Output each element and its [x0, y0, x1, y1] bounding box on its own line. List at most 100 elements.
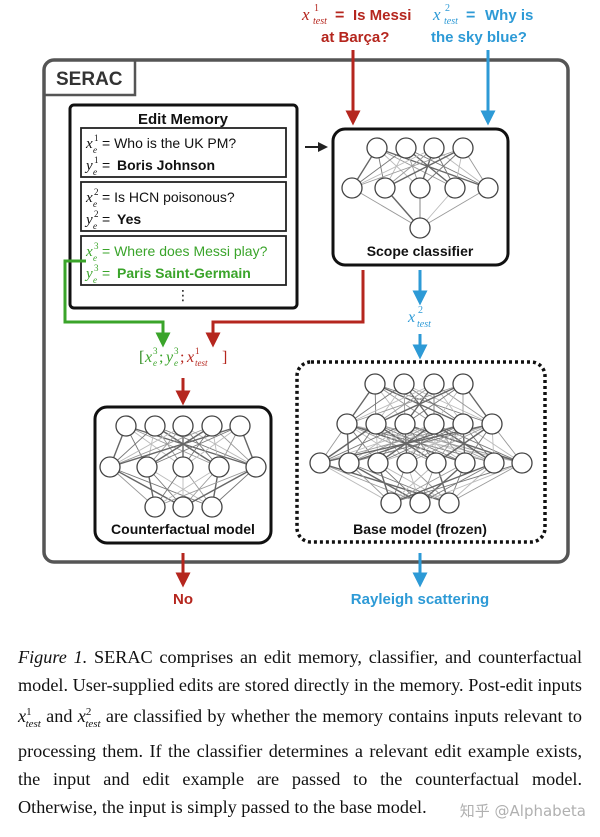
counterfactual-edge — [154, 466, 220, 508]
base-node — [425, 452, 447, 474]
counterfactual-edge — [146, 425, 241, 468]
classifier-edge — [351, 187, 421, 229]
classifier-node — [409, 217, 431, 239]
counterfactual-edge — [182, 466, 257, 508]
concat-x-edit-sup: 3 — [153, 346, 158, 356]
classifier-edge — [351, 147, 407, 189]
base-edge — [319, 423, 406, 464]
classifier-node — [477, 177, 499, 199]
base-edge — [390, 462, 495, 504]
base-node — [338, 452, 360, 474]
test-input-2-var: x — [432, 5, 441, 24]
base-edge — [404, 383, 464, 425]
concat-bracket-close: ] — [222, 349, 227, 366]
base-node — [409, 492, 431, 514]
counterfactual-node — [229, 415, 251, 437]
base-node — [511, 452, 533, 474]
caption-math-x2-sub: test — [85, 717, 101, 730]
classifier-node — [341, 177, 363, 199]
caption-math-x2-sup: 2 — [85, 706, 92, 719]
memory-entry-1-ysub: e — [93, 167, 97, 177]
counterfactual-node — [172, 496, 194, 518]
base-node — [364, 373, 386, 395]
counterfactual-node — [115, 415, 137, 437]
counterfactual-edge — [146, 466, 213, 508]
route-sub: test — [417, 319, 431, 330]
memory-entry-2-x: x — [85, 190, 93, 206]
counterfactual-edge — [154, 425, 257, 468]
counterfactual-edge — [154, 425, 220, 468]
test-input-1-eq: = — [335, 7, 344, 24]
memory-entry-2-y: y — [84, 212, 93, 228]
base-node — [380, 492, 402, 514]
counterfactual-model-label: Counterfactual model — [111, 521, 255, 537]
memory-entry-3-eq: = — [102, 265, 110, 281]
test-input-1-var: x — [301, 5, 310, 24]
counterfactual-node — [136, 456, 158, 478]
classifier-node — [374, 177, 396, 199]
memory-entry-3-label: Paris Saint-Germain — [117, 265, 251, 281]
counterfactual-edge — [125, 425, 220, 468]
base-edge — [377, 423, 493, 464]
base-model-label: Base model (frozen) — [353, 521, 487, 537]
memory-entry-3-box — [80, 235, 287, 286]
base-model-box — [295, 360, 547, 544]
base-edge — [319, 423, 435, 464]
test-input-1-line1: Is Messi — [353, 7, 411, 24]
base-edge — [448, 462, 523, 504]
counterfactual-node — [201, 496, 223, 518]
concat-x-edit: x — [144, 349, 152, 366]
arrow-edit-to-counterfactual — [63, 259, 171, 348]
base-node — [336, 413, 358, 435]
base-node — [423, 413, 445, 435]
memory-entry-2-xsup: 2 — [94, 187, 99, 197]
test-input-2-eq: = — [466, 7, 475, 24]
route-sup: 2 — [418, 305, 423, 316]
base-edge — [406, 423, 493, 464]
base-node — [438, 492, 460, 514]
memory-entry-3-x: x — [85, 244, 93, 260]
base-node — [367, 452, 389, 474]
base-edge — [419, 462, 523, 504]
figure-caption: Figure 1. SERAC comprises an edit memory… — [18, 644, 582, 821]
memory-entry-2-label: Yes — [117, 211, 141, 227]
memory-entry-1-input: = Who is the UK PM? — [102, 135, 236, 151]
memory-entry-2-box — [80, 181, 287, 232]
classifier-edge — [351, 147, 464, 189]
classifier-node — [444, 177, 466, 199]
edit-memory-title: Edit Memory — [138, 111, 229, 128]
test-input-2-line2: the sky blue? — [431, 29, 527, 46]
concat-x-test-sub: test — [195, 358, 208, 368]
memory-ellipsis: ⋮ — [176, 287, 190, 303]
counterfactual-edge — [146, 425, 213, 468]
memory-entry-2-ysup: 2 — [94, 209, 99, 219]
base-edge — [346, 383, 405, 425]
counterfactual-node — [144, 415, 166, 437]
concat-x-test-sup: 1 — [195, 346, 200, 356]
base-network — [309, 373, 533, 514]
caption-figure-label: Figure 1. — [18, 647, 88, 667]
memory-entry-1-box — [80, 127, 287, 178]
caption-math-x1-sup: 1 — [26, 706, 32, 719]
concat-sep-2: ; — [180, 349, 184, 366]
concat-bracket-open: [ — [139, 349, 144, 366]
memory-entry-3-xsub: e — [93, 253, 97, 263]
base-edge — [346, 383, 435, 425]
memory-entry-1-xsub: e — [93, 145, 97, 155]
concat-x-edit-sub: e — [153, 358, 157, 368]
base-node — [481, 413, 503, 435]
memory-entry-3-y: y — [84, 266, 93, 282]
classifier-edge — [376, 147, 489, 189]
counterfactual-network — [99, 415, 267, 518]
base-node — [393, 373, 415, 395]
base-edge — [319, 423, 377, 464]
test-input-2: x 2 test = Why is the sky blue? — [431, 3, 533, 46]
route-var: x — [407, 309, 415, 326]
counterfactual-edge — [154, 466, 257, 508]
concat-y-edit: y — [164, 349, 174, 366]
memory-entry-2-eq: = — [102, 211, 110, 227]
serac-label: SERAC — [56, 69, 123, 90]
counterfactual-node — [172, 415, 194, 437]
output-base: Rayleigh scattering — [351, 591, 489, 608]
test-input-2-sup: 2 — [445, 3, 450, 14]
